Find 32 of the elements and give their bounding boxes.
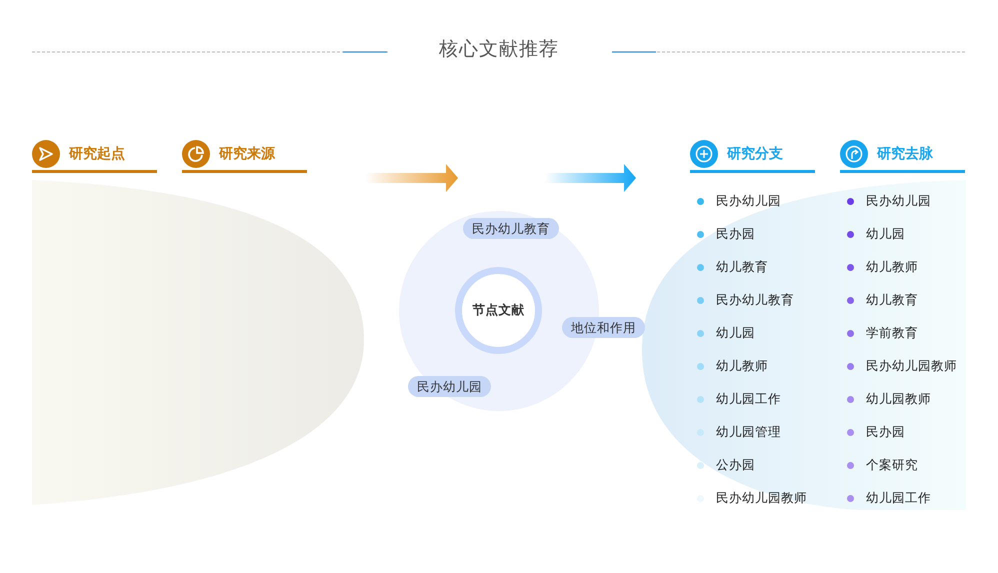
keyword-text: 民办幼儿园教师: [716, 490, 807, 507]
header-text: 研究起点: [69, 145, 125, 163]
keyword-text: 民办园: [716, 226, 755, 243]
section-header: [840, 138, 965, 173]
keyword-text: 民办幼儿园: [866, 193, 931, 210]
keyword-text: 幼儿教育: [716, 259, 768, 276]
header-text: 研究来源: [219, 145, 275, 163]
keyword-text: 幼儿教师: [866, 259, 918, 276]
keyword-text: 幼儿园工作: [866, 490, 931, 507]
keyword-tag: 民办幼儿园: [408, 376, 491, 397]
keyword-text: 个案研究: [866, 457, 918, 474]
keyword-text: 幼儿园: [716, 325, 755, 342]
header-text: 研究去脉: [877, 145, 933, 163]
keyword-text: 幼儿园管理: [716, 424, 781, 441]
keyword-text: 幼儿教师: [716, 358, 768, 375]
keyword-text: 幼儿园: [866, 226, 905, 243]
keyword-text: 幼儿教育: [866, 292, 918, 309]
section-header: [32, 138, 157, 173]
keyword-text: 民办园: [866, 424, 905, 441]
keyword-text: 民办幼儿教育: [716, 292, 794, 309]
keyword-text: 学前教育: [866, 325, 918, 342]
keyword-text: 民办幼儿园教师: [866, 358, 957, 375]
keyword-text: 民办幼儿园: [716, 193, 781, 210]
keyword-text: 幼儿园教师: [866, 391, 931, 408]
section-header: [182, 138, 307, 173]
keyword-tag: 地位和作用: [562, 317, 645, 338]
title: 核心文献推荐: [438, 37, 560, 62]
keyword-text: 公办园: [716, 457, 755, 474]
section-header: [690, 138, 815, 173]
header-text: 研究分支: [727, 145, 783, 163]
keyword-tag: 民办幼儿教育: [463, 218, 559, 239]
keyword-text: 幼儿园工作: [716, 391, 781, 408]
